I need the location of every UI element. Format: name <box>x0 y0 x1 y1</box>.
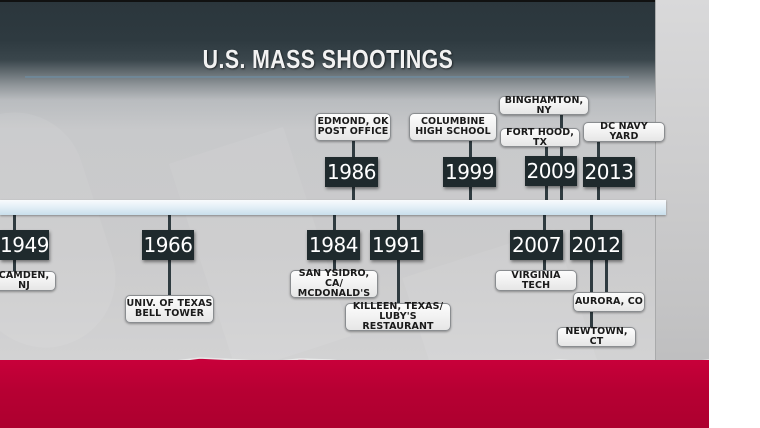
timeline-axis <box>0 200 666 215</box>
year-marker-1991: 1991 <box>370 230 423 260</box>
year-marker-1986: 1986 <box>325 157 378 187</box>
year-marker-1949: 1949 <box>0 230 49 260</box>
year-marker-1984: 1984 <box>307 230 360 260</box>
connector-line <box>397 214 400 306</box>
year-marker-1999: 1999 <box>443 157 496 187</box>
event-label-binghamton: BINGHAMTON, NY <box>499 95 589 115</box>
year-marker-2007: 2007 <box>510 230 563 260</box>
year-marker-2013: 2013 <box>583 157 635 187</box>
year-marker-1966: 1966 <box>142 230 194 260</box>
event-label-camden: CAMDEN, NJ <box>0 271 56 291</box>
top-border <box>0 0 709 2</box>
connector-line <box>590 214 593 330</box>
year-marker-2012: 2012 <box>570 230 622 260</box>
event-label-aurora: AURORA, CO <box>573 292 645 312</box>
event-label-newtown: NEWTOWN, CT <box>557 327 636 347</box>
page-title: U.S. MASS SHOOTINGS <box>202 44 454 74</box>
event-label-navy-yard: DC NAVY YARD <box>583 122 665 142</box>
event-label-san-ysidro: SAN YSIDRO, CA/MCDONALD'S <box>290 269 378 299</box>
event-label-fort-hood: FORT HOOD, TX <box>500 127 580 147</box>
year-marker-2009: 2009 <box>525 156 577 186</box>
red-banner <box>0 360 709 428</box>
event-label-virginia-tech: VIRGINIA TECH <box>495 270 577 291</box>
connector-line <box>605 258 608 294</box>
title-underline <box>25 76 629 78</box>
timeline-graphic: U.S. MASS SHOOTINGS 1986 1999 2009 2013 … <box>0 0 709 428</box>
event-label-killeen: KILLEEN, TEXAS/LUBY'S RESTAURANT <box>345 302 451 332</box>
